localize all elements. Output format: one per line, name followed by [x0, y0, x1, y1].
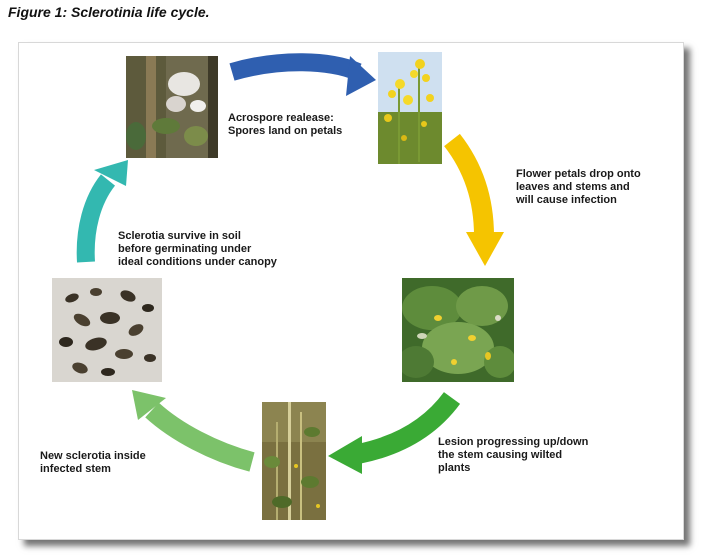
figure-title: Figure 1: Sclerotinia life cycle.: [8, 4, 210, 20]
arrow-blue: [229, 53, 376, 96]
caption-lesion: Lesion progressing up/down the stem caus…: [438, 436, 588, 475]
arrow-yellow: [444, 133, 504, 266]
arrow-green-light: [132, 390, 255, 472]
caption-line: plants: [438, 462, 471, 474]
caption-line: Acrospore realease:: [228, 112, 334, 124]
caption-new-sclerotia: New sclerotia inside infected stem: [40, 450, 146, 476]
caption-petal-drop: Flower petals drop onto leaves and stems…: [516, 168, 641, 207]
caption-line: New sclerotia inside: [40, 450, 146, 462]
photo-sclerotia: [52, 278, 162, 382]
caption-line: Lesion progressing up/down: [438, 436, 589, 448]
photo-infected-leaves: [402, 278, 514, 382]
caption-line: Spores land on petals: [228, 125, 343, 137]
photo-germinating-sclerotia: [126, 56, 218, 158]
caption-line: Flower petals drop onto: [516, 168, 641, 180]
caption-line: ideal conditions under canopy: [118, 256, 277, 268]
caption-line: infected stem: [40, 463, 111, 475]
caption-spore-release: Acrospore realease: Spores land on petal…: [228, 112, 342, 138]
arrow-teal: [76, 160, 128, 263]
caption-line: the stem causing wilted: [438, 449, 563, 461]
caption-line: will cause infection: [516, 194, 617, 206]
arrow-green-dark: [328, 391, 461, 474]
photo-canola-flowers: [378, 52, 442, 164]
photo-infected-stem: [262, 402, 326, 520]
caption-soil-survival: Sclerotia survive in soil before germina…: [118, 230, 277, 269]
caption-line: leaves and stems and: [516, 181, 630, 193]
caption-line: Sclerotia survive in soil: [118, 230, 241, 242]
caption-line: before germinating under: [118, 243, 252, 255]
